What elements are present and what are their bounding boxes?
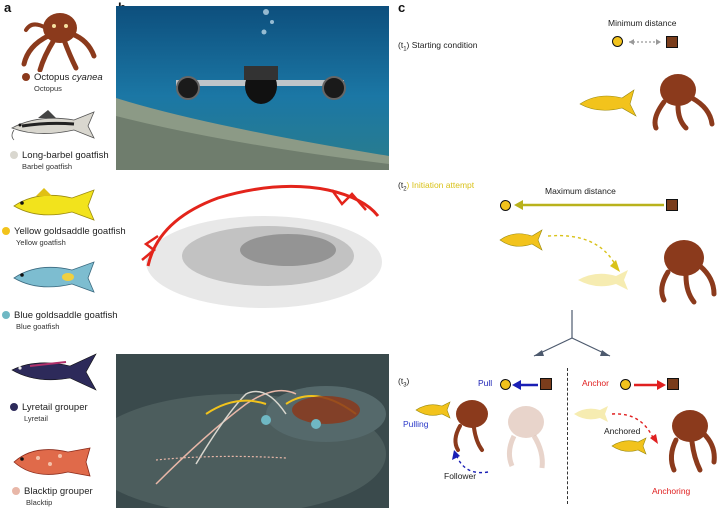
species-label-yellow-goatfish: Yellow goldsaddle goatfish — [2, 226, 126, 237]
blue-goatfish-color-dot — [2, 311, 10, 319]
branch-arrows — [533, 310, 611, 357]
octopus-illustration — [21, 13, 97, 72]
blacktip-color-dot — [12, 487, 20, 495]
fish-symbol — [620, 379, 631, 390]
octopus-genus: Octopus — [34, 72, 73, 83]
min-distance-arrow — [629, 39, 661, 45]
species-sub-long-barbel: Barbel goatfish — [22, 162, 73, 171]
species-label-blue-goatfish: Blue goldsaddle goatfish — [2, 310, 118, 321]
species-sub-blacktip: Blacktip — [26, 498, 53, 507]
t1-label: (t1) Starting condition — [398, 40, 478, 53]
yellow-goatfish-color-dot — [2, 227, 10, 235]
octopus-color-dot — [22, 73, 30, 81]
species-sub-lyretail: Lyretail — [24, 414, 48, 423]
blacktip-name: Blacktip grouper — [24, 486, 93, 497]
fish-symbol — [612, 36, 623, 47]
anchor-arrow — [634, 380, 666, 390]
octopus-symbol — [666, 199, 678, 211]
long-barbel-color-dot — [10, 151, 18, 159]
species-sub-yellow-goatfish: Yellow goatfish — [16, 238, 66, 247]
pulling-label: Pulling — [403, 419, 429, 429]
anchor-scene — [574, 406, 717, 473]
anchor-label: Anchor — [582, 378, 609, 388]
point-cloud-reconstruction — [141, 184, 382, 308]
yellow-goatfish-name: Yellow goldsaddle goatfish — [14, 226, 126, 237]
lyretail-name: Lyretail grouper — [22, 402, 88, 413]
t2-scene — [499, 229, 717, 305]
blacktip-grouper-illustration — [13, 447, 91, 477]
species-sub-octopus: Octopus — [34, 84, 62, 93]
species-label-blacktip: Blacktip grouper — [12, 486, 93, 497]
maximum-distance-label: Maximum distance — [545, 186, 616, 196]
octopus-symbol — [666, 36, 678, 48]
diver-photo — [116, 6, 389, 170]
panel-letter-a: a — [4, 0, 12, 15]
trajectory-path — [146, 184, 380, 267]
octopus-symbol — [540, 378, 552, 390]
pull-arrow — [512, 380, 538, 390]
anchoring-label: Anchoring — [652, 486, 691, 496]
max-distance-arrow — [514, 200, 664, 210]
pull-scene — [415, 400, 545, 474]
species-label-long-barbel-goatfish: Long-barbel goatfish — [10, 150, 109, 161]
anchored-label: Anchored — [604, 426, 641, 436]
minimum-distance-label: Minimum distance — [608, 18, 677, 28]
fish-symbol — [500, 200, 511, 211]
t2-label: (t2) Initiation attempt — [398, 180, 475, 193]
panel-letter-c: c — [398, 0, 406, 15]
t3-label: (t3) — [398, 376, 410, 389]
pull-label: Pull — [478, 378, 493, 388]
long-barbel-name: Long-barbel goatfish — [22, 150, 109, 161]
species-sub-blue-goatfish: Blue goatfish — [16, 322, 60, 331]
track-render — [116, 354, 389, 508]
follower-label: Follower — [444, 471, 477, 481]
octopus-species: cyanea — [72, 72, 103, 83]
fish-symbol — [500, 379, 511, 390]
lyretail-color-dot — [10, 403, 18, 411]
lyretail-grouper-illustration — [11, 353, 97, 391]
long-barbel-goatfish-illustration — [11, 110, 95, 141]
blue-goatfish-name: Blue goldsaddle goatfish — [14, 310, 118, 321]
t1-scene — [579, 74, 715, 131]
blue-goatfish-illustration — [13, 261, 95, 293]
species-label-lyretail: Lyretail grouper — [10, 402, 88, 413]
branch-divider — [567, 368, 568, 504]
octopus-symbol — [667, 378, 679, 390]
yellow-goatfish-illustration — [13, 188, 95, 221]
species-label-octopus: Octopus cyanea — [22, 72, 103, 83]
